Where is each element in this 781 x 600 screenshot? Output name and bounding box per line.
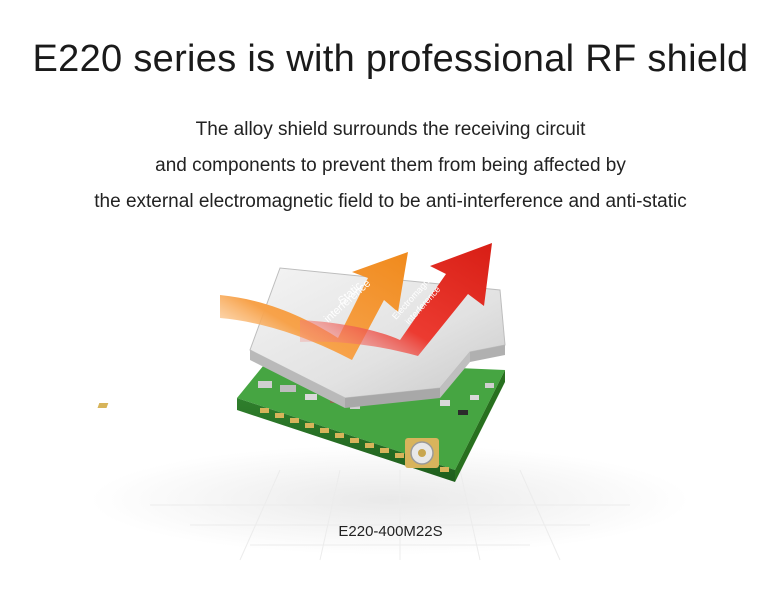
- page-headline: E220 series is with professional RF shie…: [32, 38, 749, 80]
- description-line-2: and components to prevent them from bein…: [155, 155, 626, 176]
- description-line-3: the external electromagnetic field to be…: [94, 191, 687, 212]
- model-label: E220-400M22S: [338, 523, 443, 540]
- antenna-connector: [405, 438, 439, 468]
- em-interference-arrow: [300, 243, 492, 356]
- floor-grid: [150, 469, 630, 561]
- pcb-board: [97, 360, 505, 482]
- floor-shadow: [90, 445, 690, 555]
- module-illustration: Static interference Electromagnetic inte…: [90, 243, 690, 561]
- description-line-1: The alloy shield surrounds the receiving…: [195, 119, 586, 140]
